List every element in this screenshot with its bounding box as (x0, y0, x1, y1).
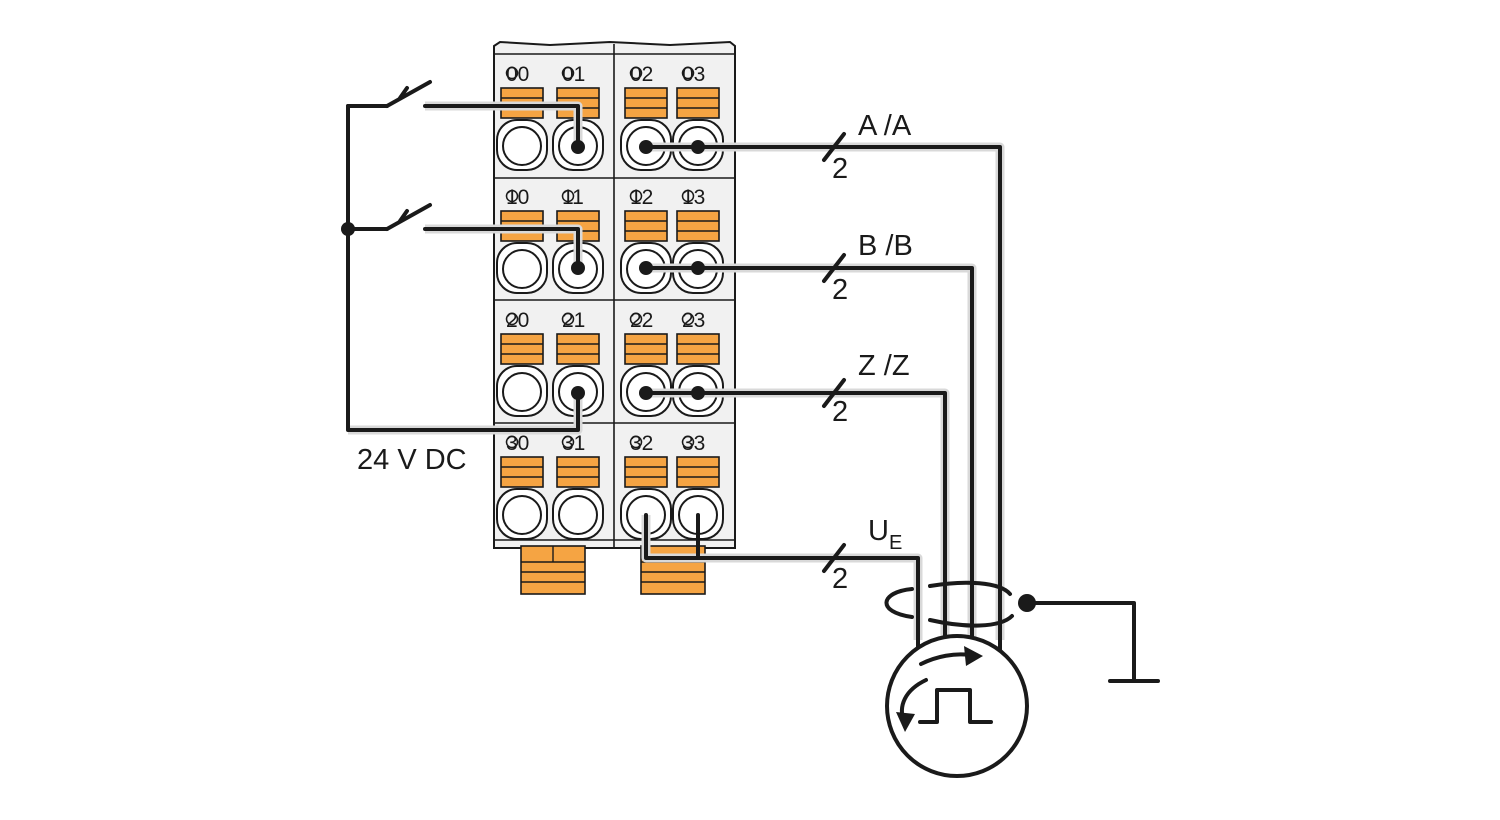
signal-wiring: A /A 2 B /B 2 Z /Z 2 UE 2 (639, 110, 1005, 667)
terminal-label: 20 (506, 309, 529, 332)
terminal-label: 32 (630, 432, 653, 455)
terminal-point: 30 (496, 432, 548, 540)
signal-ue-count: 2 (832, 563, 848, 595)
signal-z-label: Z /Z (858, 350, 910, 382)
signal-ue-main: U (868, 515, 889, 547)
terminal-label: 01 (562, 63, 585, 86)
supply-label: 24 V DC (357, 444, 467, 476)
terminal-label: 21 (562, 309, 585, 332)
terminal-label: 10 (506, 186, 529, 209)
wire-b (644, 266, 974, 642)
terminal-point: 00 (496, 63, 548, 171)
connector-plug-right (640, 545, 706, 595)
terminal-label: 03 (682, 63, 705, 86)
terminal-point: 21 (552, 309, 604, 417)
terminal-label: 23 (682, 309, 705, 332)
wire-a (644, 145, 1002, 667)
terminal-label: 00 (506, 63, 529, 86)
terminal-label: 13 (682, 186, 705, 209)
terminal-label: 02 (630, 63, 653, 86)
wire-ue (644, 513, 920, 652)
terminal-label: 33 (682, 432, 705, 455)
signal-ue-label: UE (868, 515, 902, 554)
ground-icon (1025, 601, 1160, 683)
signal-a-count: 2 (832, 153, 848, 185)
connector-plug-left (520, 545, 586, 595)
terminal-label: 22 (630, 309, 653, 332)
signal-b-count: 2 (832, 274, 848, 306)
terminal-block: 00 01 02 03 10 11 12 13 20 21 22 23 30 31 32 33 (493, 40, 736, 595)
terminal-label: 30 (506, 432, 529, 455)
wire-z (644, 391, 947, 642)
encoder-icon (885, 634, 1029, 778)
switch-icon (385, 80, 580, 149)
terminal-label: 11 (562, 186, 584, 209)
terminal-point: 20 (496, 309, 548, 417)
terminal-label: 31 (562, 432, 585, 455)
terminal-point: 22 (620, 309, 672, 417)
signal-z-count: 2 (832, 396, 848, 428)
shield-icon (884, 580, 1036, 628)
terminal-label: 12 (630, 186, 653, 209)
switch-icon (385, 203, 580, 270)
terminal-point: 31 (552, 432, 604, 540)
signal-b-label: B /B (858, 230, 913, 262)
signal-ue-subscript: E (889, 532, 902, 554)
signal-a-label: A /A (858, 110, 912, 142)
switch-circuit: 24 V DC (341, 80, 585, 476)
terminal-point: 02 (620, 63, 672, 171)
